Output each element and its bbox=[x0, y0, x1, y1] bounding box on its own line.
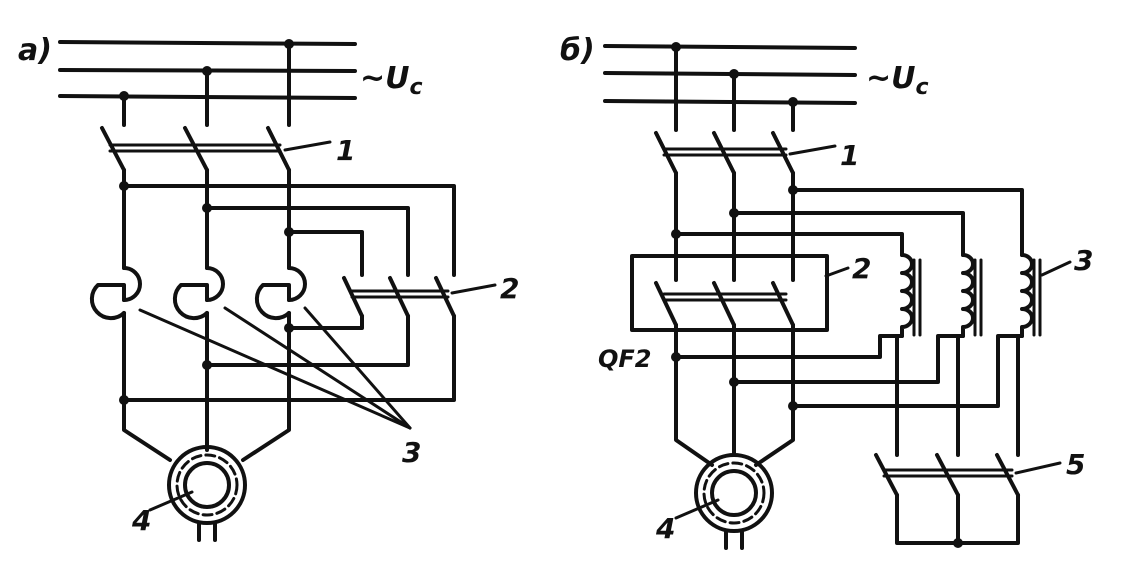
supply-taps-a bbox=[119, 39, 294, 127]
star-point-switch-b bbox=[874, 453, 1062, 548]
callout-2-b: 2 bbox=[852, 252, 871, 285]
callout-2-a: 2 bbox=[500, 272, 519, 305]
bypass-contactor-a bbox=[342, 276, 497, 318]
motor-leads-a bbox=[122, 311, 291, 462]
diagram-a: а) ~Uc 1 bbox=[18, 33, 519, 542]
diagram-a-panel-label: а) bbox=[18, 33, 52, 68]
callout-4-b: 4 bbox=[655, 512, 675, 545]
diagram-b-panel-label: б) bbox=[560, 33, 595, 68]
supply-voltage-label-a: ~Uc bbox=[360, 61, 423, 100]
callout-3-a: 3 bbox=[402, 436, 421, 469]
bypass-wiring-a bbox=[119, 181, 456, 277]
callout-1-b: 1 bbox=[840, 139, 859, 172]
callout-5-b: 5 bbox=[1066, 448, 1085, 481]
winding-ends-b bbox=[895, 334, 1020, 457]
phase-conductors-b bbox=[674, 171, 795, 282]
motor-a bbox=[148, 445, 247, 542]
supply-taps-b bbox=[671, 42, 798, 132]
reactors-a bbox=[89, 266, 307, 321]
reactor-callout-lines-a bbox=[138, 306, 412, 430]
autotransformer-tap-wiring-b bbox=[674, 334, 1024, 411]
circuit-breaker-b bbox=[654, 131, 837, 175]
bypass-return-a bbox=[119, 314, 456, 405]
motor-b bbox=[674, 453, 774, 550]
callout-4-a: 4 bbox=[131, 504, 151, 537]
supply-voltage-label-b: ~Uc bbox=[866, 61, 929, 100]
breaker-qf2-label: QF2 bbox=[598, 345, 652, 373]
autotransformer-feed-b bbox=[671, 185, 1024, 257]
callout-1-a: 1 bbox=[336, 134, 355, 167]
start-contactor-b bbox=[630, 254, 850, 332]
autotransformer-b bbox=[900, 253, 1072, 338]
circuit-breaker-a bbox=[100, 126, 332, 172]
diagram-b: б) ~Uc 1 bbox=[560, 33, 1093, 550]
callout-3-b: 3 bbox=[1074, 244, 1093, 277]
motor-leads-b bbox=[671, 323, 795, 467]
